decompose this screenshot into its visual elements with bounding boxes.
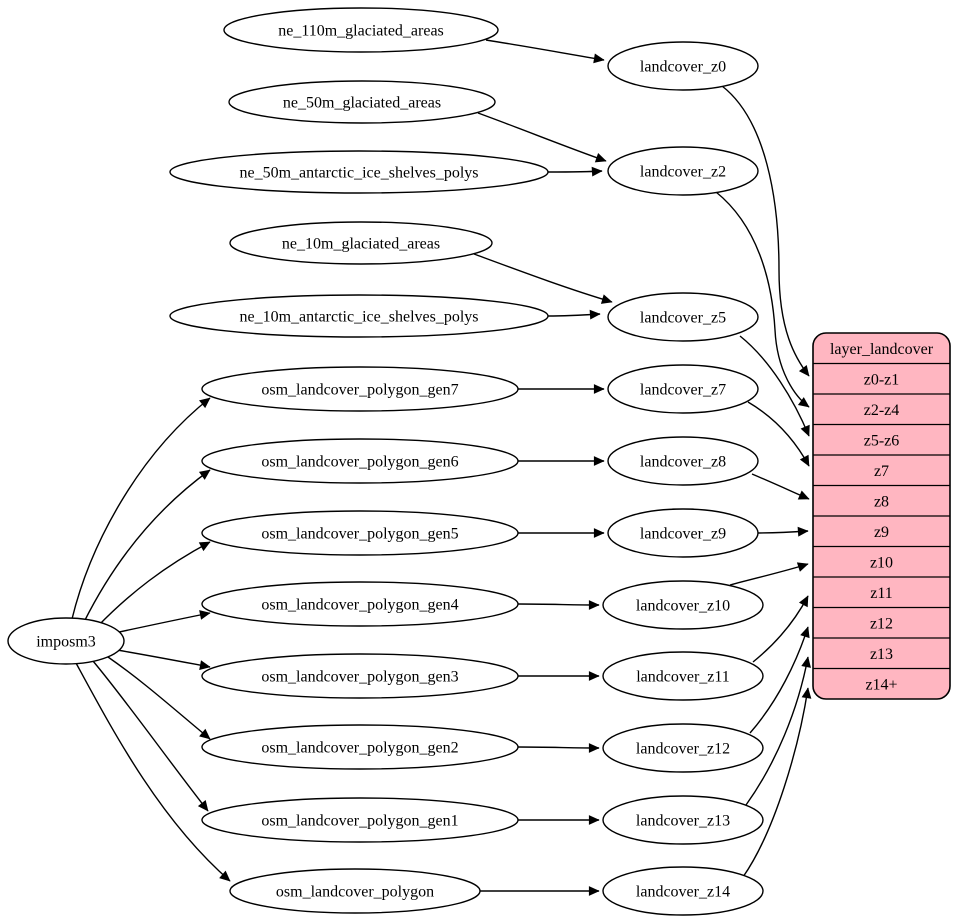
node-label: ne_50m_glaciated_areas: [283, 95, 441, 112]
node-ne_110m_glaciated_areas: ne_110m_glaciated_areas: [223, 7, 499, 53]
edges-layer: [71, 39, 812, 896]
node-label: osm_landcover_polygon_gen2: [261, 740, 458, 757]
node-label: landcover_z14: [636, 884, 730, 901]
node-osm_landcover_polygon: osm_landcover_polygon: [229, 868, 481, 914]
table-title: layer_landcover: [830, 341, 934, 358]
edge-osm_landcover_polygon_gen4-to-landcover_z10: [517, 600, 600, 610]
node-ne_10m_antarctic_ice_shelves_polys: ne_10m_antarctic_ice_shelves_polys: [169, 294, 549, 338]
table-row-label-z14plus: z14+: [865, 677, 897, 694]
node-label: osm_landcover_polygon_gen6: [261, 454, 458, 471]
node-label: landcover_z13: [636, 813, 730, 830]
node-osm_landcover_polygon_gen7: osm_landcover_polygon_gen7: [201, 366, 519, 412]
edge-landcover_z2-to-row-z2-z4: [715, 191, 810, 408]
node-landcover_z7: landcover_z7: [607, 364, 759, 414]
edge-landcover_z12-to-row-z12: [749, 626, 810, 734]
node-label: ne_50m_antarctic_ice_shelves_polys: [239, 165, 478, 182]
table-row-label-z7: z7: [874, 463, 889, 480]
node-landcover_z5: landcover_z5: [607, 292, 759, 342]
node-label: landcover_z8: [640, 454, 726, 471]
edge-imposm3-to-osm_landcover_polygon_gen6: [83, 469, 211, 623]
node-landcover_z13: landcover_z13: [602, 795, 764, 845]
node-landcover_z0: landcover_z0: [607, 41, 759, 91]
edge-imposm3-to-osm_landcover_polygon_gen4: [109, 610, 211, 635]
node-label: osm_landcover_polygon_gen1: [261, 813, 458, 830]
node-osm_landcover_polygon_gen1: osm_landcover_polygon_gen1: [201, 797, 519, 843]
node-landcover_z12: landcover_z12: [602, 723, 764, 773]
node-imposm3: imposm3: [7, 617, 125, 665]
edge-landcover_z5-to-row-z5-z6: [739, 335, 810, 437]
edge-ne_10m_glaciated_areas-to-landcover_z5: [473, 253, 613, 304]
node-label: osm_landcover_polygon: [276, 884, 434, 901]
edge-landcover_z9-to-row-z9: [757, 526, 809, 537]
node-landcover_z9: landcover_z9: [607, 508, 759, 558]
edge-landcover_z13-to-row-z13: [745, 656, 811, 806]
node-ne_10m_glaciated_areas: ne_10m_glaciated_areas: [229, 221, 493, 265]
table-row-label-z0-z1: z0-z1: [864, 372, 900, 389]
edge-landcover_z0-to-row-z0-z1: [721, 85, 810, 377]
edge-landcover_z7-to-row-z7: [747, 401, 810, 467]
node-ne_50m_antarctic_ice_shelves_polys: ne_50m_antarctic_ice_shelves_polys: [169, 150, 549, 194]
node-osm_landcover_polygon_gen2: osm_landcover_polygon_gen2: [201, 724, 519, 770]
node-label: landcover_z2: [640, 164, 726, 181]
node-label: imposm3: [36, 634, 96, 651]
node-osm_landcover_polygon_gen3: osm_landcover_polygon_gen3: [201, 653, 519, 699]
node-label: osm_landcover_polygon_gen7: [261, 382, 458, 399]
table-row-label-z13: z13: [870, 646, 893, 663]
node-landcover_z11: landcover_z11: [602, 651, 764, 701]
edge-imposm3-to-osm_landcover_polygon_gen3: [116, 649, 211, 670]
table-row-label-z12: z12: [870, 616, 893, 633]
edge-imposm3-to-osm_landcover_polygon_gen2: [107, 656, 211, 740]
node-osm_landcover_polygon_gen6: osm_landcover_polygon_gen6: [201, 438, 519, 484]
edge-imposm3-to-osm_landcover_polygon_gen1: [92, 660, 209, 812]
table-row-label-z10: z10: [870, 555, 893, 572]
node-label: ne_10m_antarctic_ice_shelves_polys: [239, 309, 478, 326]
node-label: landcover_z5: [640, 310, 726, 327]
node-landcover_z8: landcover_z8: [607, 436, 759, 486]
edge-ne_10m_antarctic_ice_shelves_polys-to-landcover_z5: [547, 309, 601, 320]
node-osm_landcover_polygon_gen4: osm_landcover_polygon_gen4: [201, 581, 519, 627]
edge-landcover_z11-to-row-z11: [752, 595, 809, 663]
table-row-label-z11: z11: [870, 585, 893, 602]
edge-ne_50m_antarctic_ice_shelves_polys-to-landcover_z2: [547, 166, 603, 177]
table-row-label-z2-z4: z2-z4: [864, 402, 900, 419]
node-label: osm_landcover_polygon_gen4: [261, 597, 458, 614]
edge-imposm3-to-osm_landcover_polygon_gen5: [96, 541, 211, 628]
node-label: landcover_z7: [640, 382, 726, 399]
edge-landcover_z14-to-row-z14plus: [742, 687, 812, 878]
table-row-label-z5-z6: z5-z6: [864, 433, 900, 450]
table-row-label-z9: z9: [874, 524, 889, 541]
edge-osm_landcover_polygon_gen2-to-landcover_z12: [517, 743, 600, 753]
node-label: landcover_z11: [636, 669, 730, 686]
nodes-layer: ne_110m_glaciated_areas ne_50m_glaciated…: [7, 7, 764, 916]
edge-ne_110m_glaciated_areas-to-landcover_z0: [485, 39, 605, 64]
table-row-label-z8: z8: [874, 494, 889, 511]
edge-landcover_z8-to-row-z8: [751, 473, 810, 500]
node-landcover_z2: landcover_z2: [607, 146, 759, 196]
edge-imposm3-to-osm_landcover_polygon_gen7: [71, 397, 211, 620]
node-osm_landcover_polygon_gen5: osm_landcover_polygon_gen5: [201, 510, 519, 556]
node-label: landcover_z0: [640, 59, 726, 76]
node-landcover_z14: landcover_z14: [602, 866, 764, 916]
node-ne_50m_glaciated_areas: ne_50m_glaciated_areas: [228, 80, 496, 124]
edge-imposm3-to-osm_landcover_polygon: [75, 662, 231, 882]
edge-landcover_z10-to-row-z10: [729, 562, 809, 586]
layer-landcover-table: layer_landcover z0-z1 z2-z4 z5-z6 z7 z8 …: [812, 332, 951, 700]
edge-ne_50m_glaciated_areas-to-landcover_z2: [477, 112, 607, 163]
node-landcover_z10: landcover_z10: [602, 580, 764, 630]
node-label: osm_landcover_polygon_gen3: [261, 669, 458, 686]
node-label: ne_10m_glaciated_areas: [282, 236, 440, 253]
node-label: landcover_z12: [636, 741, 730, 758]
node-label: landcover_z10: [636, 598, 730, 615]
node-label: osm_landcover_polygon_gen5: [261, 526, 458, 543]
node-label: landcover_z9: [640, 526, 726, 543]
node-label: ne_110m_glaciated_areas: [278, 23, 444, 40]
